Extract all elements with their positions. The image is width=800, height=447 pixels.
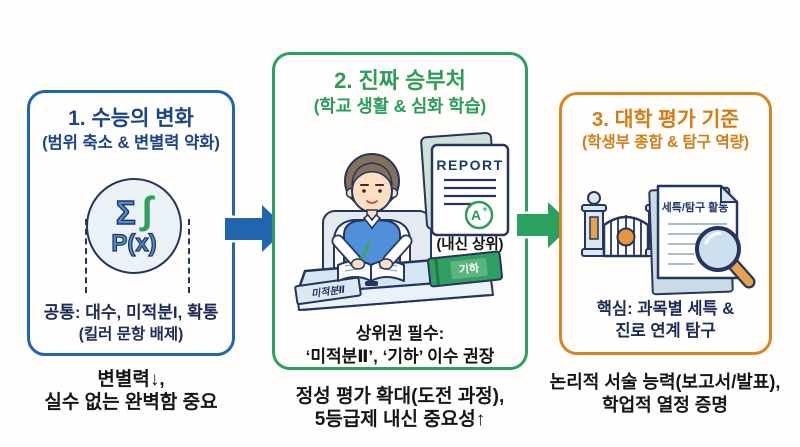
panel2-caption-line1: 정성 평가 확대(도전 과정), xyxy=(295,386,505,407)
panel3-title: 3. 대학 평가 기준 xyxy=(591,108,740,131)
report-card-icon: REPORT A + xyxy=(420,132,510,237)
panel2-body: 상위권 필수: ‘미적분Ⅱ’, ‘기하’ 이수 권장 xyxy=(275,322,525,368)
panel3-header: 3. 대학 평가 기준 (학생부 종합 & 탐구 역량) xyxy=(562,95,769,153)
report-title-label: REPORT xyxy=(436,157,503,173)
gate-pillar-left xyxy=(581,191,607,257)
panel2-body-line1: 상위권 필수: xyxy=(355,324,445,343)
gate-medallion xyxy=(616,227,636,247)
panel2-caption-line2: 5등급제 내신 중요성↑ xyxy=(314,409,486,430)
sigma-symbol: Σ xyxy=(115,194,136,231)
panel-suneung-change: 1. 수능의 변화 (범위 축소 & 변별력 약화) Σ ∫ P(x) 공통: … xyxy=(27,90,235,356)
panel2-title: 2. 진짜 승부처 xyxy=(334,68,466,93)
panel1-title: 1. 수능의 변화 xyxy=(68,107,194,130)
panel1-subtitle: (범위 축소 & 변별력 약화) xyxy=(42,133,220,152)
student-hand-left xyxy=(350,258,366,270)
panel3-caption: 논리적 서술 능력(보고서/발표), 학업적 열정 증명 xyxy=(523,371,800,416)
book-calculus2-label: 미적분Ⅱ xyxy=(310,283,346,300)
panel1-header: 1. 수능의 변화 (범위 축소 & 변별력 약화) xyxy=(30,93,232,154)
grade-badge-icon xyxy=(464,200,494,230)
px-symbol: P(x) xyxy=(111,230,158,257)
panel1-caption-line1: 변별력↓, xyxy=(97,369,165,390)
book-geometry-label: 기하 xyxy=(458,260,480,276)
integral-symbol: ∫ xyxy=(141,190,153,232)
dashed-line-left xyxy=(85,219,87,293)
panel-real-battleground: 2. 진짜 승부처 (학교 생활 & 심화 학습) xyxy=(272,52,528,370)
gate-document-illustration: 세특/탐구 활동 xyxy=(581,184,756,296)
panel3-body-line1: 핵심: 과목별 세특 & xyxy=(596,300,735,318)
dashed-line-right xyxy=(188,219,190,293)
studying-student-illustration: 미적분Ⅱ 기하 xyxy=(294,132,510,311)
gate-bars xyxy=(602,215,650,258)
book-calculus2: 미적분Ⅱ xyxy=(294,276,362,305)
panel3-body: 핵심: 과목별 세특 & 진로 연계 탐구 xyxy=(562,298,769,342)
document-label: 세특/탐구 활동 xyxy=(662,200,729,214)
panel2-body-line2: ‘미적분Ⅱ’, ‘기하’ 이수 권장 xyxy=(305,347,495,366)
panel1-caption-line2: 실수 없는 완벽함 중요 xyxy=(44,392,218,413)
panel-university-criteria: 3. 대학 평가 기준 (학생부 종합 & 탐구 역량) xyxy=(559,92,772,355)
panel3-body-line2: 진로 연계 탐구 xyxy=(615,322,716,340)
panel2-subtitle: (학교 생활 & 심화 학습) xyxy=(313,96,487,117)
magnifier-icon xyxy=(695,226,756,289)
report-caption: (내신 상위) xyxy=(436,236,503,253)
panel2-header: 2. 진짜 승부처 (학교 생활 & 심화 학습) xyxy=(275,55,525,118)
panel2-caption: 정성 평가 확대(도전 과정), 5등급제 내신 중요성↑ xyxy=(266,385,534,431)
panel1-body-line1: 공통: 대수, 미적분I, 확통 xyxy=(43,303,219,322)
book-geometry: 기하 xyxy=(427,250,503,288)
panel1-body-line2: (킬러 문항 배제) xyxy=(78,326,184,343)
math-symbols-icon: Σ ∫ P(x) xyxy=(86,178,182,274)
grade-plus: + xyxy=(482,204,487,214)
folded-corner xyxy=(720,185,738,203)
student-hand-right xyxy=(378,258,394,270)
panel3-caption-line2: 학업적 열정 증명 xyxy=(602,394,728,415)
panel3-caption-line1: 논리적 서술 능력(보고서/발표), xyxy=(549,372,781,392)
panel1-caption: 변별력↓, 실수 없는 완벽함 중요 xyxy=(1,368,261,414)
panel3-subtitle: (학생부 종합 & 탐구 역량) xyxy=(581,134,750,152)
grade-letter: A xyxy=(471,207,481,223)
panel1-body: 공통: 대수, 미적분I, 확통 (킬러 문항 배제) xyxy=(30,302,232,346)
